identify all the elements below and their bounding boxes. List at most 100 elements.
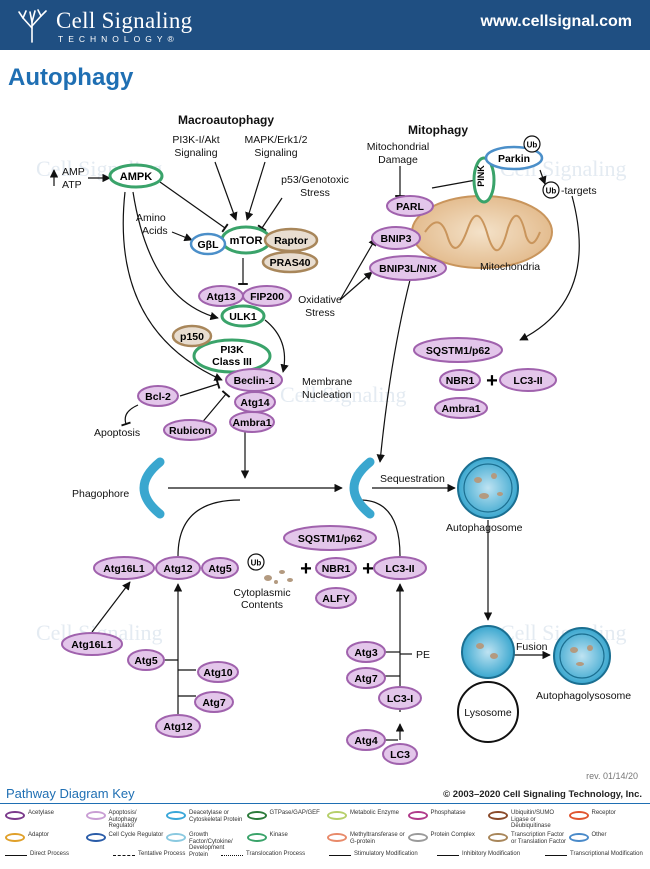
brand-name: Cell Signaling	[56, 8, 193, 33]
revision-date: rev. 01/14/20	[586, 771, 638, 781]
key-swatch	[5, 811, 25, 820]
node-lc3ii-right: LC3-II	[513, 375, 542, 387]
copyright-text: © 2003–2020 Cell Signaling Technology, I…	[443, 789, 642, 800]
regulator-nodes	[61, 195, 557, 765]
node-atg16l1-lower: Atg16L1	[71, 639, 113, 651]
svg-text:ULK1: ULK1	[229, 311, 257, 323]
svg-text:AMPK: AMPK	[120, 171, 152, 183]
key-line-label: Translocation Process	[246, 851, 306, 857]
key-line-swatch	[545, 855, 567, 856]
svg-text:Amino: Amino	[136, 212, 166, 224]
svg-text:Signaling: Signaling	[174, 147, 217, 159]
key-swatch	[246, 811, 267, 820]
key-swatch	[5, 833, 25, 842]
key-swatch	[407, 833, 428, 842]
key-line-swatch	[437, 855, 459, 856]
key-swatch	[166, 811, 186, 820]
node-raptor[interactable]: Raptor	[263, 227, 319, 253]
ub-targets-badge: Ub	[542, 181, 560, 199]
svg-text:+: +	[362, 558, 374, 580]
svg-text:Cell Signaling: Cell Signaling	[280, 382, 407, 407]
key-swatch	[85, 833, 106, 842]
autophagosome-vesicle	[457, 457, 519, 519]
node-pras40[interactable]: PRAS40	[261, 250, 319, 274]
svg-text:PINK: PINK	[476, 165, 486, 187]
svg-text:PI3K-I/Akt: PI3K-I/Akt	[172, 134, 219, 146]
svg-text:Autophagosome: Autophagosome	[446, 522, 523, 534]
key-line-swatch	[5, 855, 27, 856]
svg-text:AMP: AMP	[62, 166, 85, 178]
svg-text:-targets: -targets	[561, 185, 597, 197]
svg-text:Ub: Ub	[251, 559, 262, 568]
svg-text:Lysosome: Lysosome	[464, 707, 512, 719]
svg-text:PRAS40: PRAS40	[270, 257, 311, 269]
cytoplasmic-contents	[264, 570, 293, 584]
node-p150[interactable]: p150	[171, 324, 213, 348]
svg-text:Mitochondrial: Mitochondrial	[367, 141, 429, 153]
fusion-vesicle	[461, 625, 515, 679]
svg-text:Mitophagy: Mitophagy	[408, 123, 468, 137]
ub-parkin-badge: Ub	[523, 135, 541, 153]
node-sqstm1-center: SQSTM1/p62	[298, 533, 362, 545]
key-swatch	[568, 811, 589, 820]
node-atg3: Atg3	[354, 647, 377, 659]
svg-text:ATP: ATP	[62, 179, 82, 191]
svg-text:Parkin: Parkin	[498, 153, 530, 165]
node-bnip3: BNIP3	[381, 233, 412, 245]
key-label: Other	[591, 832, 607, 838]
autophagolysosome-vesicle	[553, 627, 611, 685]
key-swatch	[488, 811, 508, 820]
mitochondrion-shape	[411, 195, 553, 269]
node-atg7-lower: Atg7	[202, 697, 225, 709]
key-line-swatch	[113, 855, 135, 856]
svg-text:Acids: Acids	[142, 225, 168, 237]
node-bcl2: Bcl-2	[145, 391, 171, 403]
key-label: Methyltransferase or G-protein	[350, 832, 405, 845]
svg-text:Nucleation: Nucleation	[302, 389, 352, 401]
svg-text:Damage: Damage	[378, 154, 418, 166]
key-swatch	[488, 833, 508, 842]
svg-text:Oxidative: Oxidative	[298, 294, 342, 306]
node-pi3k-class-iii[interactable]: PI3K Class III	[192, 338, 272, 374]
key-label: Transcription Factor or Translation Fact…	[511, 832, 567, 845]
node-atg16l1: Atg16L1	[103, 563, 145, 575]
svg-text:Signaling: Signaling	[254, 147, 297, 159]
site-url-link[interactable]: www.cellsignal.com	[480, 13, 632, 30]
svg-text:GβL: GβL	[198, 239, 220, 251]
node-gbl[interactable]: GβL	[189, 232, 227, 256]
node-fip200: FIP200	[250, 291, 284, 303]
node-ulk1[interactable]: ULK1	[220, 304, 266, 328]
node-mtor[interactable]: mTOR	[220, 225, 272, 255]
connector-lines	[88, 160, 580, 741]
svg-text:Fusion: Fusion	[516, 641, 548, 653]
key-line-label: Transcriptional Modification	[570, 851, 643, 857]
node-atg14: Atg14	[240, 397, 269, 409]
key-line-label: Inhibitory Modification	[462, 851, 521, 857]
node-ambra1: Ambra1	[232, 417, 271, 429]
svg-text:Phagophore: Phagophore	[72, 488, 129, 500]
node-ampk[interactable]: AMPK	[108, 163, 164, 189]
key-swatch	[85, 811, 106, 820]
svg-text:Ub: Ub	[527, 141, 538, 150]
node-parkin[interactable]: Parkin	[484, 145, 544, 171]
svg-text:Macroautophagy: Macroautophagy	[178, 113, 274, 127]
node-alfy: ALFY	[322, 593, 349, 605]
svg-text:Cytoplasmic: Cytoplasmic	[233, 587, 290, 599]
ub-cytoplasmic-badge: Ub	[247, 553, 265, 571]
svg-text:MAPK/Erk1/2: MAPK/Erk1/2	[244, 134, 307, 146]
svg-text:Contents: Contents	[241, 599, 283, 611]
node-ambra1-right: Ambra1	[441, 403, 480, 415]
svg-text:Raptor: Raptor	[274, 235, 308, 247]
phagophore-shape	[139, 457, 165, 519]
page-title: Autophagy	[8, 64, 134, 91]
key-line-swatch	[221, 855, 243, 856]
lysosome-vesicle	[457, 681, 519, 743]
sequestration-shape	[349, 457, 375, 519]
svg-text:Stress: Stress	[300, 187, 330, 199]
node-atg4: Atg4	[354, 735, 377, 747]
diagram-labels: Macroautophagy Mitophagy AMP ATP PI3K-I/…	[62, 113, 631, 719]
node-parl: PARL	[396, 201, 424, 213]
key-label: Deacetylase or Cytoskeletal Protein	[189, 810, 243, 823]
node-atg5: Atg5	[208, 563, 231, 575]
node-pink[interactable]: PINK	[472, 156, 496, 204]
